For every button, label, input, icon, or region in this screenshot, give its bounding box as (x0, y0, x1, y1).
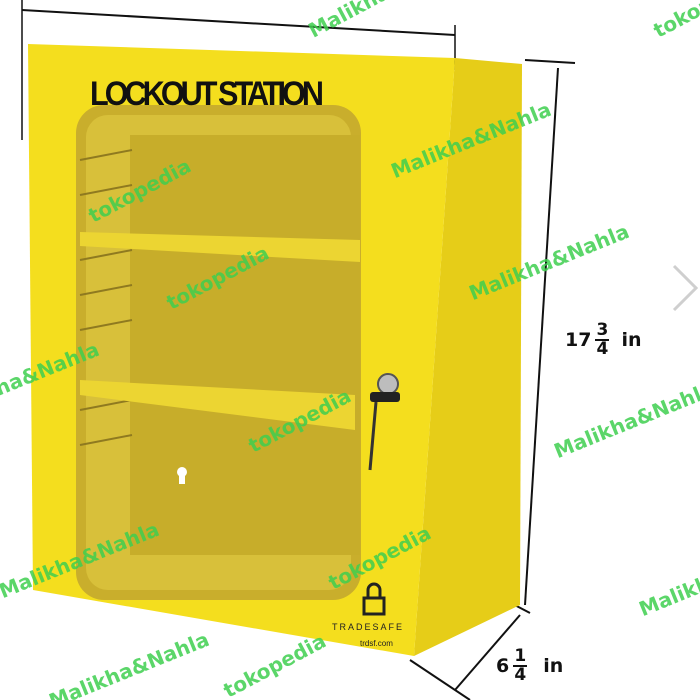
depth-whole: 6 (496, 655, 510, 677)
depth-num: 1 (514, 646, 527, 666)
next-image-button[interactable] (668, 262, 700, 314)
station-label: LOCKOUT STATION (90, 75, 324, 113)
brand-url: trdsf.com (360, 639, 393, 648)
height-num: 3 (596, 320, 609, 340)
shelf-upper (80, 232, 360, 262)
width-dimension-line (21, 9, 456, 36)
cabinet-side (414, 58, 522, 656)
depth-unit: in (543, 655, 564, 677)
brand-name: TRADESAFE (332, 622, 404, 632)
shelf-lower (80, 380, 355, 430)
key-icon (370, 392, 400, 402)
height-whole: 17 (565, 329, 592, 351)
tradesafe-logo: TRADESAFE trdsf.com (332, 582, 404, 648)
height-unit: in (621, 329, 642, 351)
lock-icon[interactable] (377, 373, 399, 395)
chevron-right-icon (672, 264, 699, 312)
depth-den: 4 (514, 665, 527, 685)
height-den: 4 (596, 339, 609, 359)
height-dimension-line (524, 67, 559, 606)
depth-dimension-line (454, 614, 521, 691)
